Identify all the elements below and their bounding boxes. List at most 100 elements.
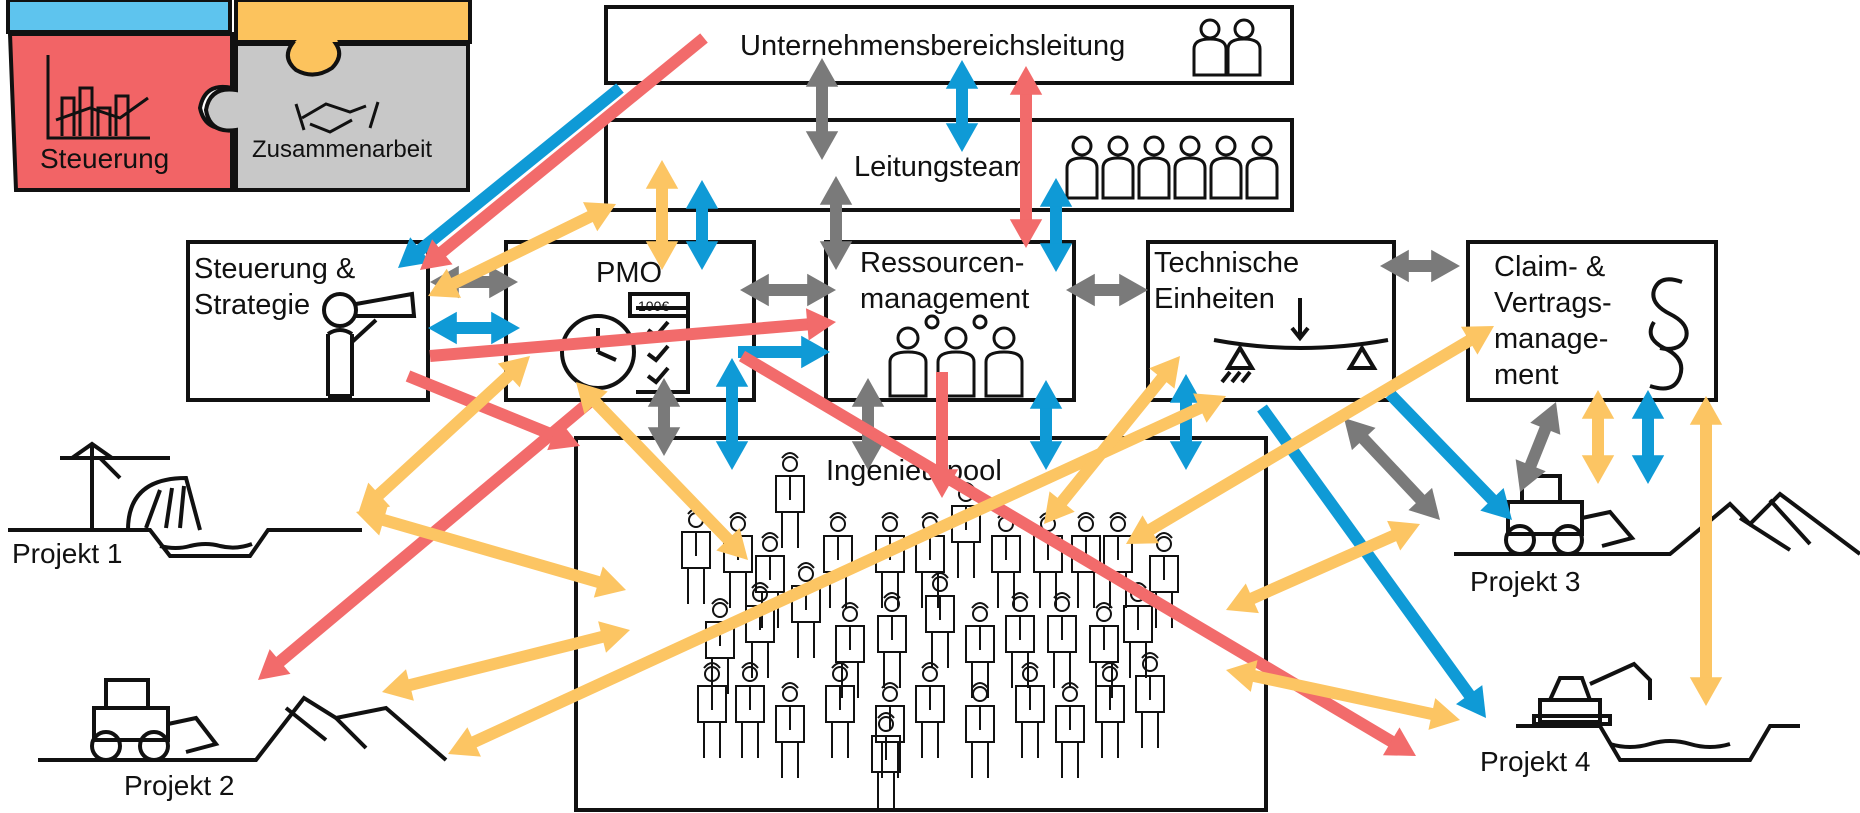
handshake-icon: [294, 101, 380, 134]
team-people-icon: [888, 314, 1024, 398]
gray-arrow: [647, 378, 681, 456]
engineer-figure: [965, 682, 995, 778]
box-leitungsteam: Leitungsteam: [604, 118, 1294, 212]
project1-illustration: [8, 441, 362, 558]
engineer-figure: [775, 682, 805, 778]
yellow-arrow: [448, 393, 1226, 757]
engineer-figure: [1095, 662, 1125, 758]
gray-arrow: [819, 176, 853, 270]
yellow-arrow: [382, 621, 630, 701]
telescope-person-icon: [322, 291, 417, 398]
project2-illustration: [38, 678, 448, 762]
red-arrow: [738, 350, 1416, 756]
label-claim-line3: manage-: [1494, 323, 1609, 355]
blue-arrow: [398, 83, 624, 268]
engineer-figure: [1005, 592, 1035, 688]
label-ressourcen-line2: management: [860, 283, 1030, 315]
gray-arrow: [1515, 402, 1561, 492]
gray-arrow: [805, 58, 839, 160]
project3-label: Projekt 3: [1470, 566, 1581, 597]
engineer-figure: [877, 592, 907, 688]
blue-arrow: [738, 335, 830, 369]
puzzle-zusammenarbeit-label: Zusammenarbeit: [252, 136, 432, 163]
yellow-arrow: [1689, 396, 1723, 706]
yellow-arrow: [576, 382, 748, 560]
gray-arrow: [1066, 273, 1148, 307]
yellow-arrow: [356, 504, 626, 598]
six-people-icon: [1065, 135, 1279, 200]
blue-arrow: [715, 358, 749, 470]
box-unternehmensbereichsleitung: Unternehmensbereichsleitung: [604, 5, 1294, 85]
red-arrow: [420, 33, 708, 270]
yellow-arrow: [428, 202, 616, 298]
blue-arrow: [1385, 389, 1512, 520]
yellow-arrow: [1126, 326, 1494, 544]
red-arrow: [1009, 66, 1043, 248]
red-arrow: [429, 308, 836, 362]
two-people-icon: [1192, 18, 1262, 77]
label-steuerung-line2: Strategie: [194, 289, 311, 321]
engineer-figure: [825, 662, 855, 758]
yellow-arrow: [645, 160, 679, 270]
puzzle-steuerung-label: Steuerung: [40, 143, 169, 174]
blue-arrow: [1039, 178, 1073, 272]
engineer-figure: [925, 572, 955, 668]
puzzle-piece-gray: [203, 42, 470, 192]
blue-arrow: [685, 180, 719, 270]
bar-chart-icon: [46, 55, 150, 140]
red-arrow: [258, 395, 596, 680]
label-technische-line2: Einheiten: [1154, 283, 1275, 315]
blue-arrow: [945, 60, 979, 152]
box-steuerung-strategie: Steuerung & Strategie: [186, 240, 430, 402]
label-technische-line1: Technische: [1154, 247, 1300, 279]
engineer-figure: [1135, 652, 1165, 748]
yellow-arrow: [1581, 390, 1615, 484]
pmo-badge: 100€: [638, 298, 669, 314]
engineer-figure: [915, 662, 945, 758]
gray-arrow: [1344, 418, 1440, 520]
engineer-figure: [775, 452, 805, 548]
project4-illustration: [1516, 661, 1800, 762]
label-steuerung-line1: Steuerung &: [194, 253, 356, 285]
engineer-figure: [1047, 592, 1077, 688]
blue-arrow: [1257, 404, 1486, 718]
engineer-figure: [871, 712, 901, 808]
engineer-figure: [965, 602, 995, 698]
label-pmo: PMO: [596, 257, 663, 289]
beam-load-icon: [1213, 298, 1389, 384]
yellow-arrow: [1226, 520, 1420, 614]
engineer-figure: [1123, 582, 1153, 678]
label-leitungsteam: Leitungsteam: [854, 151, 1029, 183]
blue-arrow: [1029, 380, 1063, 470]
box-technische-einheiten: Technische Einheiten: [1146, 240, 1396, 402]
label-claim-line2: Vertrags-: [1494, 287, 1612, 319]
box-ressourcenmanagement: Ressourcen- management: [824, 240, 1076, 402]
label-unternehmensbereichsleitung: Unternehmensbereichsleitung: [740, 30, 1126, 62]
engineer-figure: [1015, 662, 1045, 758]
project4-label: Projekt 4: [1480, 746, 1591, 777]
yellow-arrow: [1044, 356, 1180, 524]
project2-label: Projekt 2: [124, 770, 235, 801]
engineer-figure: [697, 662, 727, 758]
yellow-arrow: [1226, 660, 1460, 730]
engineer-figure: [735, 662, 765, 758]
project1-label: Projekt 1: [12, 538, 123, 569]
gray-arrow: [740, 273, 836, 307]
puzzle-logo: Steuerung Zusammenarbeit: [6, 0, 472, 192]
label-claim-line4: ment: [1494, 359, 1559, 391]
engineer-figure: [1055, 682, 1085, 778]
gray-arrow: [1380, 249, 1460, 283]
blue-arrow: [428, 311, 520, 345]
paragraph-icon: [1648, 277, 1689, 391]
label-claim-line1: Claim- &: [1494, 251, 1606, 283]
box-claim-vertragsmanagement: Claim- & Vertrags- manage- ment: [1466, 240, 1718, 402]
yellow-arrow: [358, 356, 530, 514]
box-pmo: PMO 100€: [504, 240, 756, 402]
blue-arrow: [1169, 374, 1203, 470]
red-arrow: [405, 370, 580, 451]
label-ressourcen-line1: Ressourcen-: [860, 247, 1025, 279]
blue-arrow: [1631, 390, 1665, 484]
